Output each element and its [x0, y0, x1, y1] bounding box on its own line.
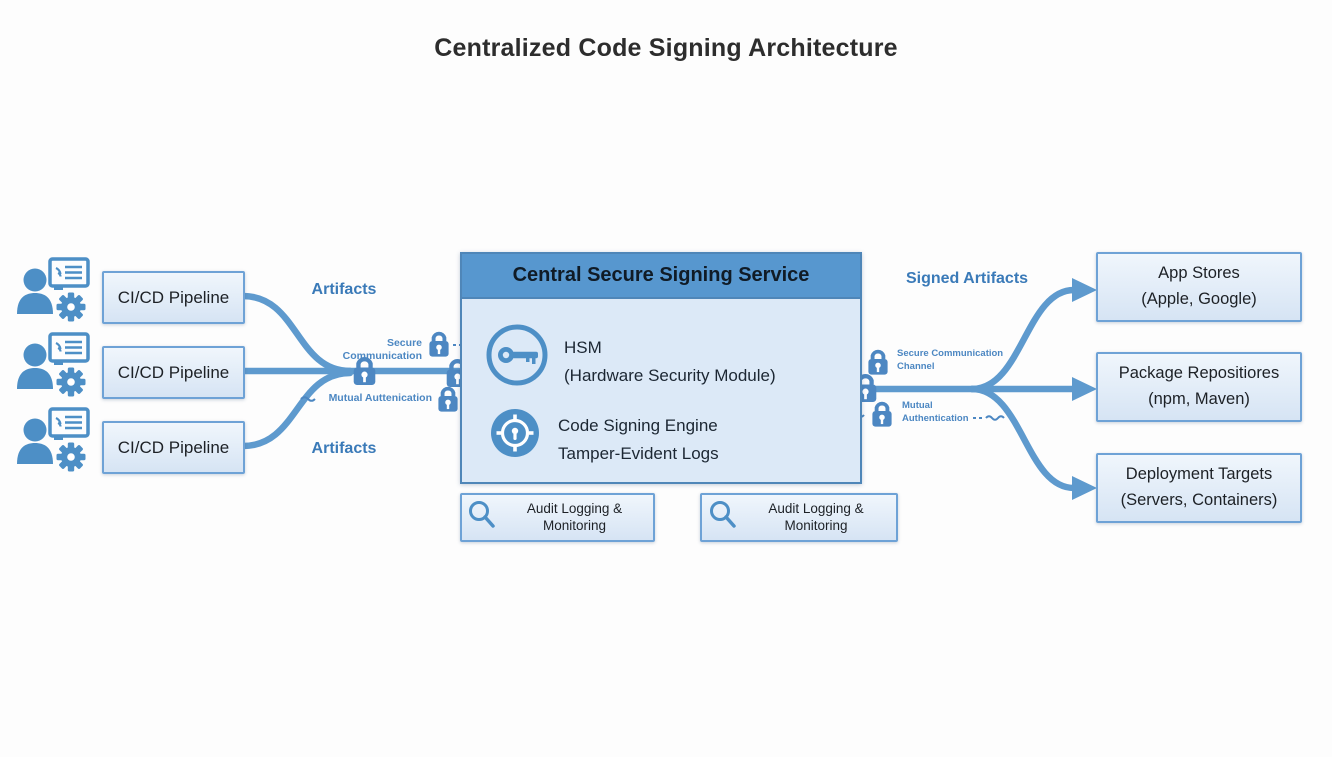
gear-icon	[56, 367, 86, 397]
arrowheads	[1072, 278, 1097, 500]
magnifier-icon	[469, 501, 495, 528]
cicd-pipeline-box: CI/CD Pipeline	[102, 271, 245, 324]
target-line2: (Servers, Containers)	[1120, 491, 1278, 509]
secure-communication-label: Secure Communication	[342, 337, 422, 362]
package-repositories-box: Package Repositiores (npm, Maven)	[1096, 352, 1302, 422]
hsm-title: HSM	[564, 338, 602, 357]
magnifier-icon	[710, 501, 736, 528]
person-icon	[23, 343, 47, 367]
audit-line1: Audit Logging &	[526, 500, 623, 516]
person-icon	[23, 418, 47, 442]
arrowhead	[1072, 476, 1097, 500]
audit-line2: Monitoring	[542, 517, 607, 533]
hsm-subtitle: (Hardware Security Module)	[564, 366, 776, 385]
gear-icon	[56, 292, 86, 322]
key-icon	[486, 324, 548, 386]
lock-icon	[870, 401, 894, 429]
lock-icon	[427, 331, 451, 359]
deployment-targets-box: Deployment Targets (Servers, Containers)	[1096, 453, 1302, 523]
lock-icon	[436, 386, 460, 414]
target-line2: (Apple, Google)	[1141, 290, 1257, 308]
audit-line1: Audit Logging &	[768, 500, 864, 516]
diagram-title: Centralized Code Signing Architecture	[434, 34, 898, 62]
app-stores-box: App Stores (Apple, Google)	[1096, 252, 1302, 322]
cicd-pipeline-label: CI/CD Pipeline	[117, 362, 230, 382]
arrowhead	[1072, 377, 1097, 401]
arrowhead	[1072, 278, 1097, 302]
developer-icon	[17, 257, 90, 322]
signed-artifacts-label: Signed Artifacts	[905, 270, 1029, 287]
lock-icon	[354, 359, 376, 385]
target-line2: (npm, Maven)	[1148, 390, 1250, 408]
signing-engine-entry: Code Signing Engine Tamper-Evident Logs	[558, 412, 719, 468]
developer-icon	[17, 407, 90, 472]
target-line1: Package Repositiores	[1118, 364, 1280, 383]
audit-line2: Monitoring	[784, 517, 848, 533]
lock-icon	[866, 349, 890, 377]
right-connectors	[857, 286, 1078, 492]
developer-icon	[17, 332, 90, 397]
hsm-entry: HSM (Hardware Security Module)	[564, 334, 776, 390]
central-service-header: Central Secure Signing Service	[462, 254, 860, 299]
secure-channel-label: Secure Communication Channel	[897, 348, 1004, 372]
artifacts-label-top: Artifacts	[311, 281, 377, 298]
gear-icon	[56, 442, 86, 472]
cicd-pipeline-label: CI/CD Pipeline	[117, 437, 230, 457]
artifacts-label-bottom: Artifacts	[311, 440, 377, 457]
signing-seal-icon	[491, 409, 539, 457]
cicd-pipeline-label: CI/CD Pipeline	[117, 287, 230, 307]
left-connectors	[239, 292, 463, 450]
audit-logging-box: Audit Logging & Monitoring	[700, 493, 898, 542]
cicd-pipeline-box: CI/CD Pipeline	[102, 421, 245, 474]
target-line1: Deployment Targets	[1125, 465, 1273, 484]
mutual-authentication-label: Mutual Auttenication	[328, 392, 432, 404]
engine-line1: Code Signing Engine	[558, 416, 718, 435]
cicd-pipeline-box: CI/CD Pipeline	[102, 346, 245, 399]
engine-line2: Tamper-Evident Logs	[558, 444, 719, 463]
person-icon	[23, 268, 47, 292]
target-line1: App Stores	[1158, 264, 1240, 283]
mutual-authentication-right-label: Mutual Authentication	[902, 400, 969, 424]
audit-logging-box: Audit Logging & Monitoring	[460, 493, 655, 542]
